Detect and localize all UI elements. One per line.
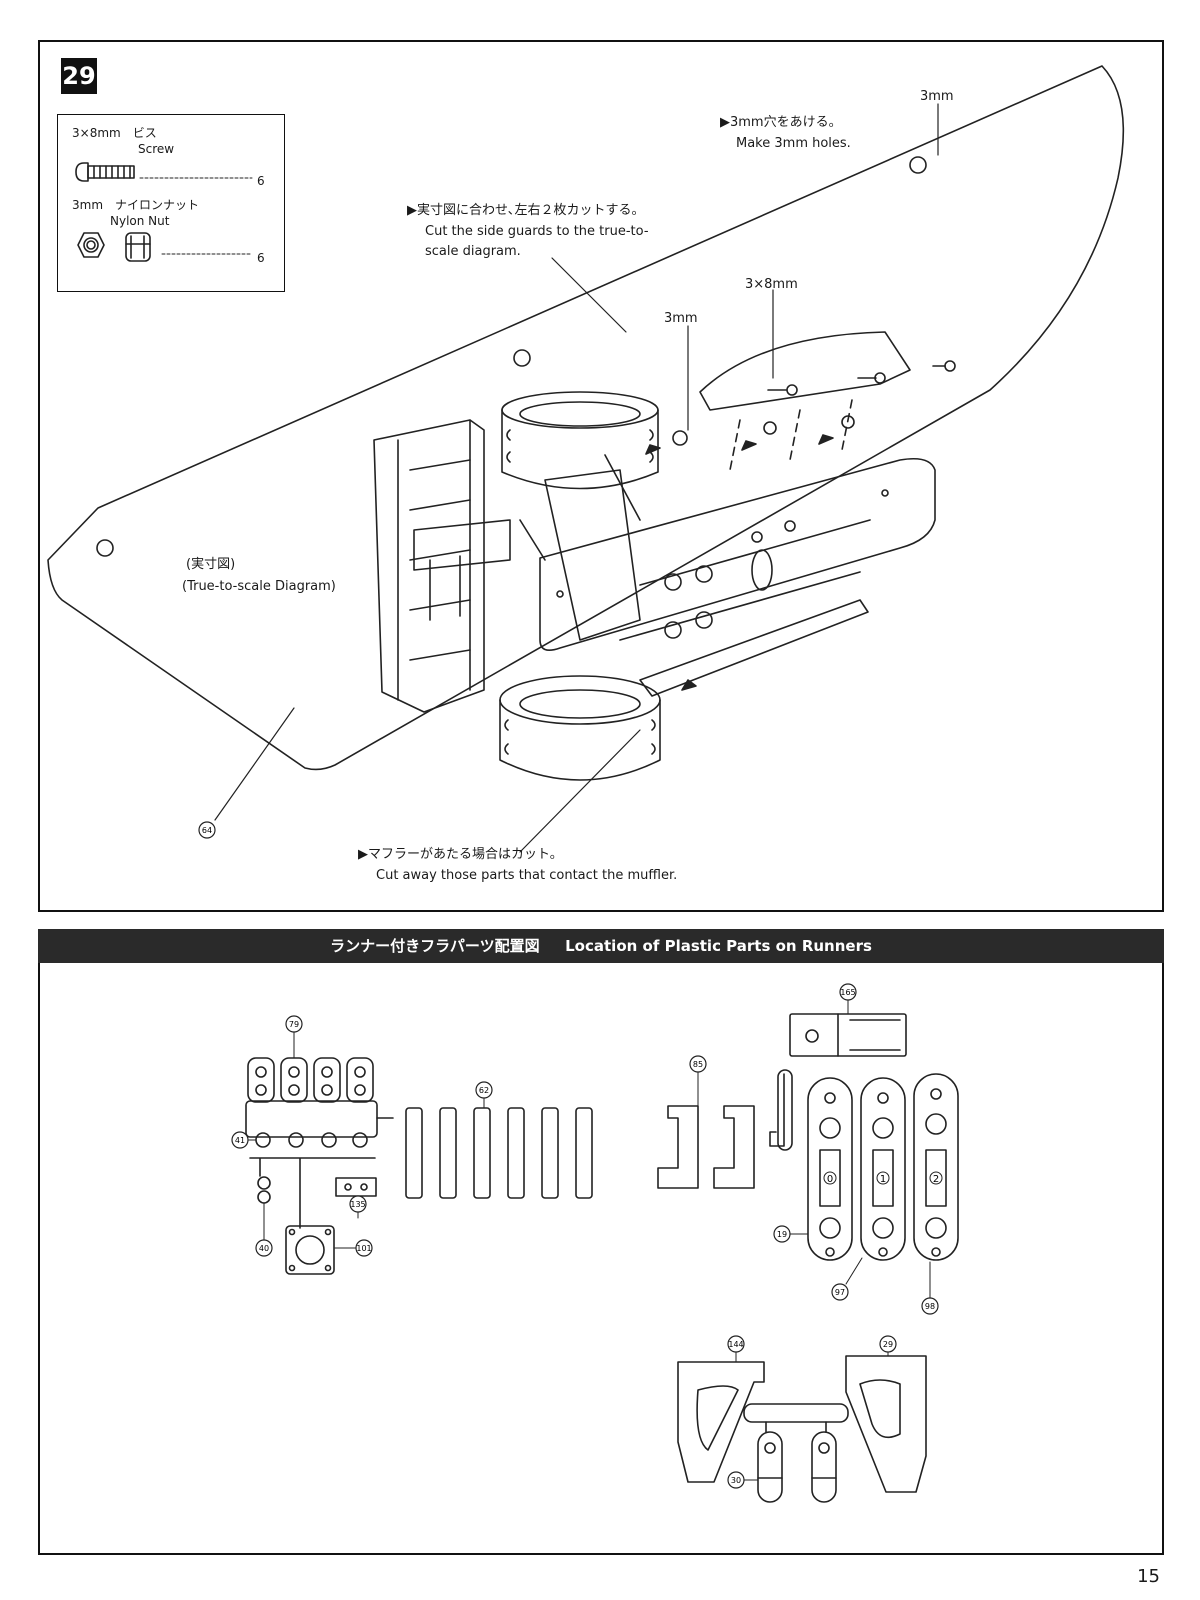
hole-size-label-top: 3mm	[920, 89, 954, 104]
runners-banner: ランナー付きフラパーツ配置図 Location of Plastic Parts…	[38, 929, 1164, 963]
screw-size-label: 3×8mm ビス	[72, 126, 157, 140]
drill-note-ja: ▶3mm穴をあける。	[720, 115, 842, 130]
callout-number: 29	[883, 1340, 893, 1349]
guard-hole	[909, 156, 927, 174]
lower-rail	[639, 599, 869, 697]
callout-part-41: 41	[231, 1131, 249, 1149]
callout-number: 101	[356, 1244, 371, 1253]
callout-number: 85	[693, 1060, 703, 1069]
callout-number: 97	[835, 1288, 845, 1297]
runner-arms	[807, 1073, 959, 1261]
nylon-nut-icon	[125, 232, 151, 262]
callout-number: 135	[350, 1200, 365, 1209]
callout-part-101: 101	[355, 1239, 373, 1257]
callout-part-85: 85	[689, 1055, 707, 1073]
arm-mark-circle	[823, 1171, 837, 1185]
arm-mark-circle	[876, 1171, 890, 1185]
page-number: 15	[1137, 1566, 1160, 1587]
upper-tire	[501, 391, 659, 490]
arm-mark-number: 2	[933, 1174, 939, 1185]
callout-part-29: 29	[879, 1335, 897, 1353]
callout-part-98: 98	[921, 1297, 939, 1315]
callout-number: 165	[840, 988, 855, 997]
true-scale-label-ja: (実寸図)	[186, 557, 236, 572]
screw-icon	[75, 162, 135, 182]
step-number-badge: 29	[61, 58, 97, 94]
callout-part-30: 30	[727, 1471, 745, 1489]
guard-hole	[96, 539, 114, 557]
arm-mark-circle	[929, 1171, 943, 1185]
side-guard-mount	[672, 331, 956, 471]
arm-mark-number: 0	[827, 1174, 833, 1185]
runner-part-165	[789, 1013, 907, 1057]
callout-part-97: 97	[831, 1283, 849, 1301]
screw-size-callout: 3×8mm	[745, 277, 798, 292]
runner-callouts: 79 62 41 135 101 40 85 165 19 97 98 144 29 30	[231, 983, 939, 1489]
callout-part-62: 62	[475, 1081, 493, 1099]
runner-leader-lines	[247, 999, 931, 1481]
muffler-note-ja: ▶マフラーがあたる場合はカット。	[358, 847, 563, 862]
hole-size-label-mid: 3mm	[664, 311, 698, 326]
nut-qty: 6	[257, 251, 265, 265]
callout-number: 19	[777, 1230, 787, 1239]
arm-number-marks: 0 1 2	[823, 1171, 943, 1185]
guard-hole	[513, 349, 531, 367]
parts-list-box	[57, 114, 285, 292]
callout-part-144: 144	[727, 1335, 745, 1353]
runners-title-en: Location of Plastic Parts on Runners	[565, 937, 872, 955]
cut-note-en-2: scale diagram.	[425, 244, 521, 259]
callout-part-19: 19	[773, 1225, 791, 1243]
cut-note-en-1: Cut the side guards to the true-to-	[425, 224, 649, 239]
rear-wing	[373, 419, 511, 713]
hex-nut-icon	[77, 232, 105, 258]
callout-number: 98	[925, 1302, 935, 1311]
callout-part-135: 135	[349, 1195, 367, 1213]
callout-number: 79	[289, 1020, 299, 1029]
side-guard-outline	[47, 65, 1125, 771]
callout-number: 62	[479, 1086, 489, 1095]
callout-number: 41	[235, 1136, 245, 1145]
muffler-note-en: Cut away those parts that contact the mu…	[376, 868, 678, 883]
runners-title-ja: ランナー付きフラパーツ配置図	[330, 937, 540, 955]
runner-group-bottom	[677, 1355, 927, 1503]
nut-size-label: 3mm ナイロンナット	[72, 198, 200, 212]
screw-qty: 6	[257, 174, 265, 188]
nut-name-label: Nylon Nut	[110, 214, 170, 228]
runner-brackets	[657, 1069, 793, 1189]
callout-number: 40	[259, 1244, 269, 1253]
part-64-number: 64	[202, 826, 212, 835]
callout-part-79: 79	[285, 1015, 303, 1033]
upright	[544, 469, 641, 641]
callout-number: 144	[728, 1340, 743, 1349]
runner-posts	[405, 1107, 593, 1199]
arm-mark-number: 1	[880, 1174, 886, 1185]
chassis-plate	[539, 457, 936, 651]
callout-part-165: 165	[839, 983, 857, 1001]
lower-tire	[499, 675, 661, 781]
callout-part-40: 40	[255, 1239, 273, 1257]
cut-note-ja: ▶実寸図に合わせ､左右２枚カットする。	[407, 203, 645, 218]
step-29-frame	[38, 40, 1164, 912]
drill-note-en: Make 3mm holes.	[736, 136, 851, 151]
screw-name-label: Screw	[138, 142, 175, 156]
callout-number: 30	[731, 1476, 741, 1485]
true-scale-label-en: (True-to-scale Diagram)	[182, 579, 336, 594]
part-callout-64	[198, 821, 216, 839]
